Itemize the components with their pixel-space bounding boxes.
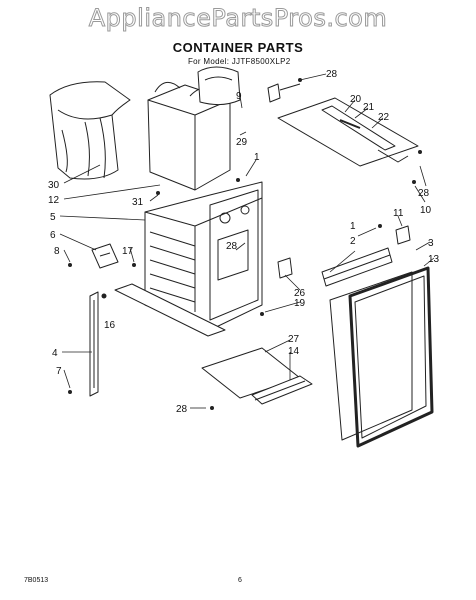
callout-30: 30: [48, 180, 60, 191]
callout-7: 7: [56, 366, 62, 377]
slide-rail-illustration: [89, 291, 99, 397]
callout-3: 3: [428, 238, 434, 249]
callout-14: 14: [288, 346, 300, 357]
watermark: AppliancePartsPros.com: [88, 4, 388, 33]
top-rail-plate-illustration: [277, 97, 419, 167]
callout-29: 29: [236, 137, 248, 148]
callout-12: 12: [48, 195, 60, 206]
callout-27: 27: [288, 334, 300, 345]
callout-21: 21: [363, 102, 375, 113]
page-number: 6: [238, 577, 242, 584]
door-panel-illustration: [329, 266, 434, 448]
footer-code: 7B0513: [24, 577, 49, 584]
model-line: For Model: JJTF8500XLP2: [188, 57, 291, 66]
screw-markers: [68, 78, 422, 410]
base-rail-illustration: [114, 283, 226, 337]
callout-6: 6: [50, 230, 56, 241]
callout-28: 28: [326, 69, 338, 80]
callout-19: 19: [294, 298, 306, 309]
callout-26: 26: [294, 288, 306, 299]
callout-28-right: 28: [418, 188, 430, 199]
callout-9: 9: [236, 91, 242, 102]
side-bracket-illustration: [91, 243, 119, 269]
callout-22: 22: [378, 112, 390, 123]
small-bracket-illustration: [395, 225, 411, 245]
trash-bag-illustration: [49, 81, 131, 180]
latch-illustration: [277, 257, 293, 279]
callout-2: 2: [350, 236, 356, 247]
callout-labels: 28 9 20 21 22 29 1 30 28 12 31 10 5 1 11…: [48, 69, 440, 415]
drawer-front-illustration: [201, 347, 313, 405]
callout-13: 13: [428, 254, 440, 265]
callout-17: 17: [122, 246, 134, 257]
callout-11: 11: [393, 208, 404, 219]
callout-20: 20: [350, 94, 362, 105]
callout-4: 4: [52, 348, 58, 359]
handle-bracket-illustration: [197, 66, 241, 106]
callout-31: 31: [132, 197, 144, 208]
callout-28-mid: 28: [226, 241, 238, 252]
callout-8: 8: [54, 246, 60, 257]
callout-16: 16: [104, 320, 116, 331]
callout-28-bottom: 28: [176, 404, 188, 415]
callout-10: 10: [420, 205, 432, 216]
callout-1: 1: [254, 152, 260, 163]
callout-5: 5: [50, 212, 56, 223]
page-title: CONTAINER PARTS: [172, 40, 304, 55]
callout-1-right: 1: [350, 221, 356, 232]
top-bracket-illustration: [267, 83, 301, 103]
cabinet-frame-illustration: [144, 181, 263, 331]
front-trim-illustration: [321, 247, 393, 287]
